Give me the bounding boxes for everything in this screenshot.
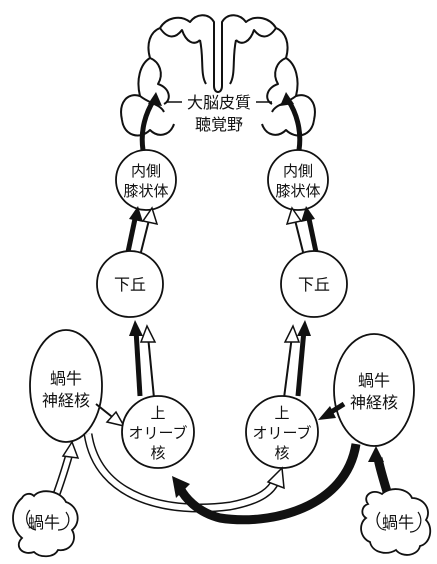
so-left-line2: オリーブ [128,424,187,442]
arrow-cn-to-so-left [95,403,126,428]
cochlea-left: 蝸牛 [12,490,79,558]
cortex-label-line2: 聴覚野 [195,115,243,134]
cn-left-line2: 神経核 [42,391,90,410]
mgb-left: 内側 膝状体 [115,149,177,211]
so-right-line2: オリーブ [252,424,311,442]
cochlea-right-label: 蝸牛 [382,513,414,532]
cochlea-right: 蝸牛 [360,488,432,556]
arrow-mgb-to-cortex-right [280,92,303,151]
cochlear-nucleus-left: 蝸牛 神経核 [29,329,103,443]
mgb-left-line1: 内側 [131,162,161,180]
cn-right-line2: 神経核 [350,393,398,412]
superior-olive-right: 上 オリーブ 核 [245,395,319,469]
arrow-cn-right-to-so-left-black [172,443,361,525]
mgb-right: 内側 膝状体 [267,149,329,211]
arrow-ic-to-mgb-left [125,206,159,257]
arrow-so-to-ic-right [283,320,311,399]
cerebral-cortex-outline [120,14,316,137]
ic-right: 下丘 [280,250,348,318]
cortex-label-line1: 大脳皮質 [187,93,251,112]
cochlear-nucleus-right: 蝸牛 神経核 [333,333,415,447]
cochlea-left-label: 蝸牛 [28,513,60,532]
ic-left: 下丘 [96,250,164,318]
ic-right-label: 下丘 [298,275,330,294]
so-right-line1: 上 [274,404,289,422]
cortex-label: 大脳皮質 聴覚野 [166,93,272,134]
cn-right-line1: 蝸牛 [358,371,390,390]
arrow-cn-to-so-right [318,401,346,420]
so-right-line3: 核 [274,444,289,462]
arrow-ic-to-mgb-right [285,206,319,257]
arrow-so-to-ic-left [129,320,157,399]
mgb-left-line2: 膝状体 [123,182,168,200]
arrow-mgb-to-cortex-left [139,92,162,151]
mgb-right-line2: 膝状体 [275,182,320,200]
mgb-right-line1: 内側 [283,162,313,180]
arrow-cn-left-to-ic-right [100,322,300,366]
cn-left-line1: 蝸牛 [50,369,82,388]
ic-left-label: 下丘 [114,275,146,294]
so-left-line1: 上 [150,404,165,422]
superior-olive-left: 上 オリーブ 核 [121,395,195,469]
so-left-line3: 核 [150,444,165,462]
